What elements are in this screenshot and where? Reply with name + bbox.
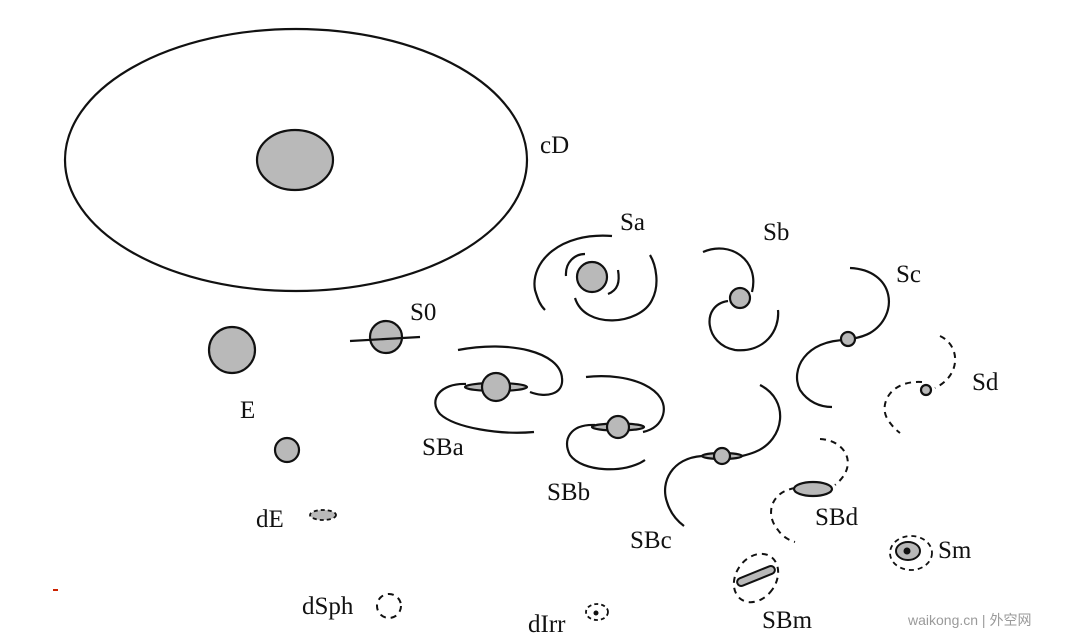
- s0-galaxy: [349, 319, 421, 355]
- label-dirr: dIrr: [528, 611, 566, 638]
- sbc-galaxy: [664, 384, 782, 527]
- label-sc: Sc: [896, 261, 921, 288]
- label-sb: Sb: [763, 219, 789, 246]
- sbb-galaxy: [565, 375, 665, 471]
- label-sbd: SBd: [815, 504, 859, 531]
- label-sbc: SBc: [630, 527, 672, 554]
- dsph-galaxy: [376, 593, 402, 619]
- label-sd: Sd: [972, 369, 999, 396]
- label-sbm: SBm: [762, 607, 813, 634]
- dirr-galaxy: [585, 603, 609, 621]
- sbm-galaxy: [732, 552, 780, 604]
- sb-galaxy: [702, 247, 780, 352]
- e-galaxy-large: [207, 325, 257, 375]
- label-s0: S0: [410, 299, 436, 326]
- label-cd: cD: [540, 132, 569, 159]
- label-sa: Sa: [620, 209, 645, 236]
- watermark: waikong.cn | 外空网: [907, 612, 1031, 628]
- label-dsph: dSph: [302, 593, 354, 620]
- label-e: E: [240, 397, 255, 424]
- de-galaxy: [309, 509, 337, 521]
- sm-galaxy: [889, 535, 933, 571]
- e-galaxy-small: [273, 436, 301, 464]
- cd-galaxy: [63, 27, 529, 293]
- label-sbb: SBb: [547, 479, 590, 506]
- label-sm: Sm: [938, 537, 972, 564]
- sbd-galaxy: [770, 438, 849, 543]
- sba-galaxy: [434, 345, 564, 434]
- sc-galaxy: [795, 266, 891, 409]
- sd-galaxy: [883, 335, 957, 434]
- sa-galaxy: [533, 234, 658, 322]
- label-sba: SBa: [422, 434, 464, 461]
- label-de: dE: [256, 506, 284, 533]
